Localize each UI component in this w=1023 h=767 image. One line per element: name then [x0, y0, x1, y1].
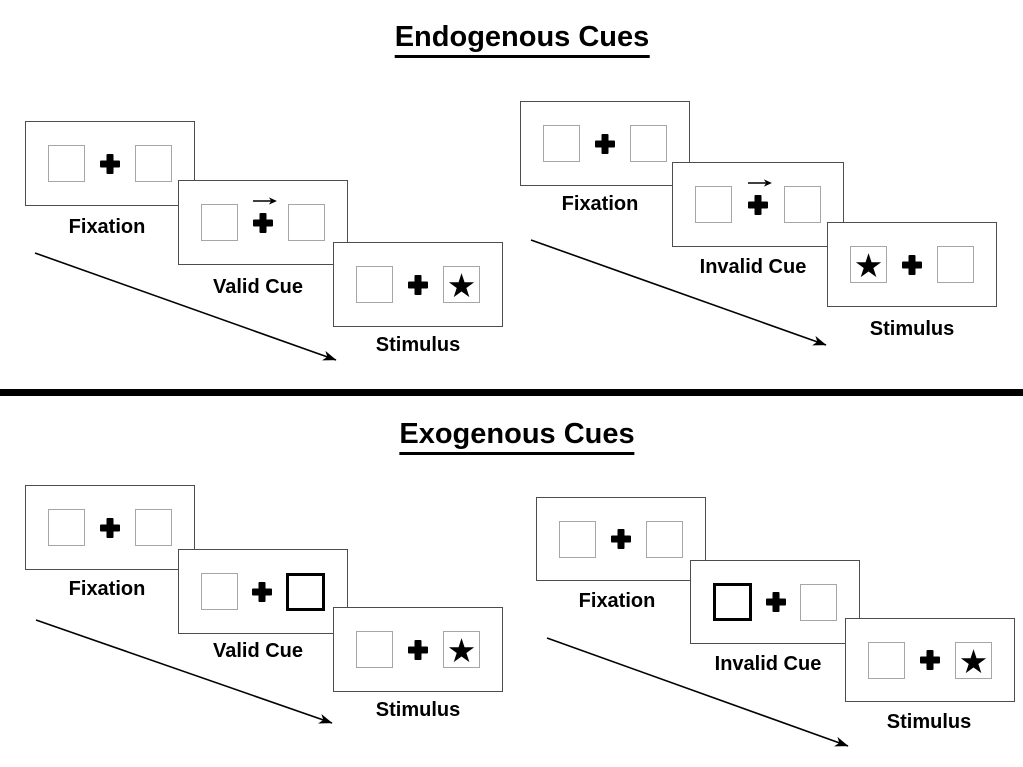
fixation-area: [609, 527, 633, 551]
step-label: Fixation: [578, 590, 656, 612]
placeholder-box: [630, 125, 667, 162]
fixation-area: [918, 648, 942, 672]
section-title: Endogenous Cues: [394, 21, 650, 58]
star-icon: ★: [958, 642, 989, 680]
placeholder-box: [201, 573, 238, 610]
invalid-cue-panel: [672, 162, 844, 247]
placeholder-box: [937, 246, 974, 283]
fixation-area: [764, 590, 788, 614]
placeholder-box: [201, 204, 238, 241]
stimulus-panel: ★: [333, 242, 503, 327]
fixation-cross-icon: [252, 582, 272, 602]
timeline-arrow: [35, 619, 333, 724]
section-title: Exogenous Cues: [399, 418, 635, 455]
stimulus-panel: ★: [827, 222, 997, 307]
fixation-cross-icon: [902, 255, 922, 275]
step-label: Stimulus: [869, 318, 955, 340]
fixation-panel: [520, 101, 690, 186]
timeline-arrow: [34, 252, 337, 361]
placeholder-box: [135, 509, 172, 546]
placeholder-box: [646, 520, 683, 558]
placeholder-box: [784, 186, 821, 223]
placeholder-box: [48, 509, 85, 546]
target-box: ★: [955, 641, 992, 680]
placeholder-box: [695, 186, 732, 223]
fixation-area: [406, 273, 430, 297]
target-box: ★: [443, 266, 480, 303]
step-label: Fixation: [68, 578, 146, 600]
placeholder-box: [559, 520, 596, 558]
fixation-cross-icon: [611, 529, 631, 549]
placeholder-box: [48, 145, 85, 182]
valid-cue-panel: [178, 180, 348, 265]
stimulus-panel: ★: [333, 607, 503, 692]
fixation-area: [746, 178, 772, 217]
placeholder-box: [356, 631, 393, 668]
fixation-area: [406, 638, 430, 662]
fixation-area: [900, 253, 924, 277]
star-icon: ★: [446, 632, 477, 669]
star-icon: ★: [853, 247, 884, 284]
fixation-panel: [25, 121, 195, 206]
section-divider-line: [0, 389, 1023, 396]
cue-highlight-box: [713, 583, 752, 621]
fixation-panel: [25, 485, 195, 570]
step-label: Fixation: [561, 193, 639, 215]
fixation-panel: [536, 497, 706, 581]
fixation-area: [98, 516, 122, 540]
fixation-cross-icon: [595, 134, 615, 154]
step-label: Stimulus: [375, 334, 461, 356]
fixation-cross-icon: [253, 213, 273, 233]
placeholder-box: [135, 145, 172, 182]
fixation-cross-icon: [766, 592, 786, 612]
step-label: Stimulus: [375, 699, 461, 721]
placeholder-box: [356, 266, 393, 303]
cue-highlight-box: [286, 572, 325, 611]
fixation-area: [250, 580, 274, 604]
fixation-cross-icon: [748, 195, 768, 215]
fixation-cross-icon: [408, 275, 428, 295]
valid-cue-panel: [178, 549, 348, 634]
step-label: Valid Cue: [212, 276, 304, 298]
step-label: Invalid Cue: [699, 256, 807, 278]
step-label: Valid Cue: [212, 640, 304, 662]
fixation-cross-icon: [100, 518, 120, 538]
placeholder-box: [800, 583, 837, 621]
target-box: ★: [443, 631, 480, 668]
fixation-cross-icon: [100, 154, 120, 174]
placeholder-box: [543, 125, 580, 162]
invalid-cue-panel: [690, 560, 860, 644]
placeholder-box: [288, 204, 325, 241]
fixation-area: [251, 196, 277, 235]
stimulus-panel: ★: [845, 618, 1015, 702]
target-box: ★: [850, 246, 887, 283]
placeholder-box: [868, 641, 905, 679]
step-label: Fixation: [68, 216, 146, 238]
fixation-cross-icon: [920, 650, 940, 670]
fixation-area: [98, 152, 122, 176]
cue-arrow-icon: [747, 178, 772, 187]
cue-arrow-icon: [252, 196, 277, 205]
step-label: Invalid Cue: [714, 653, 822, 675]
star-icon: ★: [446, 267, 477, 304]
fixation-cross-icon: [408, 640, 428, 660]
fixation-area: [593, 132, 617, 156]
step-label: Stimulus: [886, 711, 972, 733]
